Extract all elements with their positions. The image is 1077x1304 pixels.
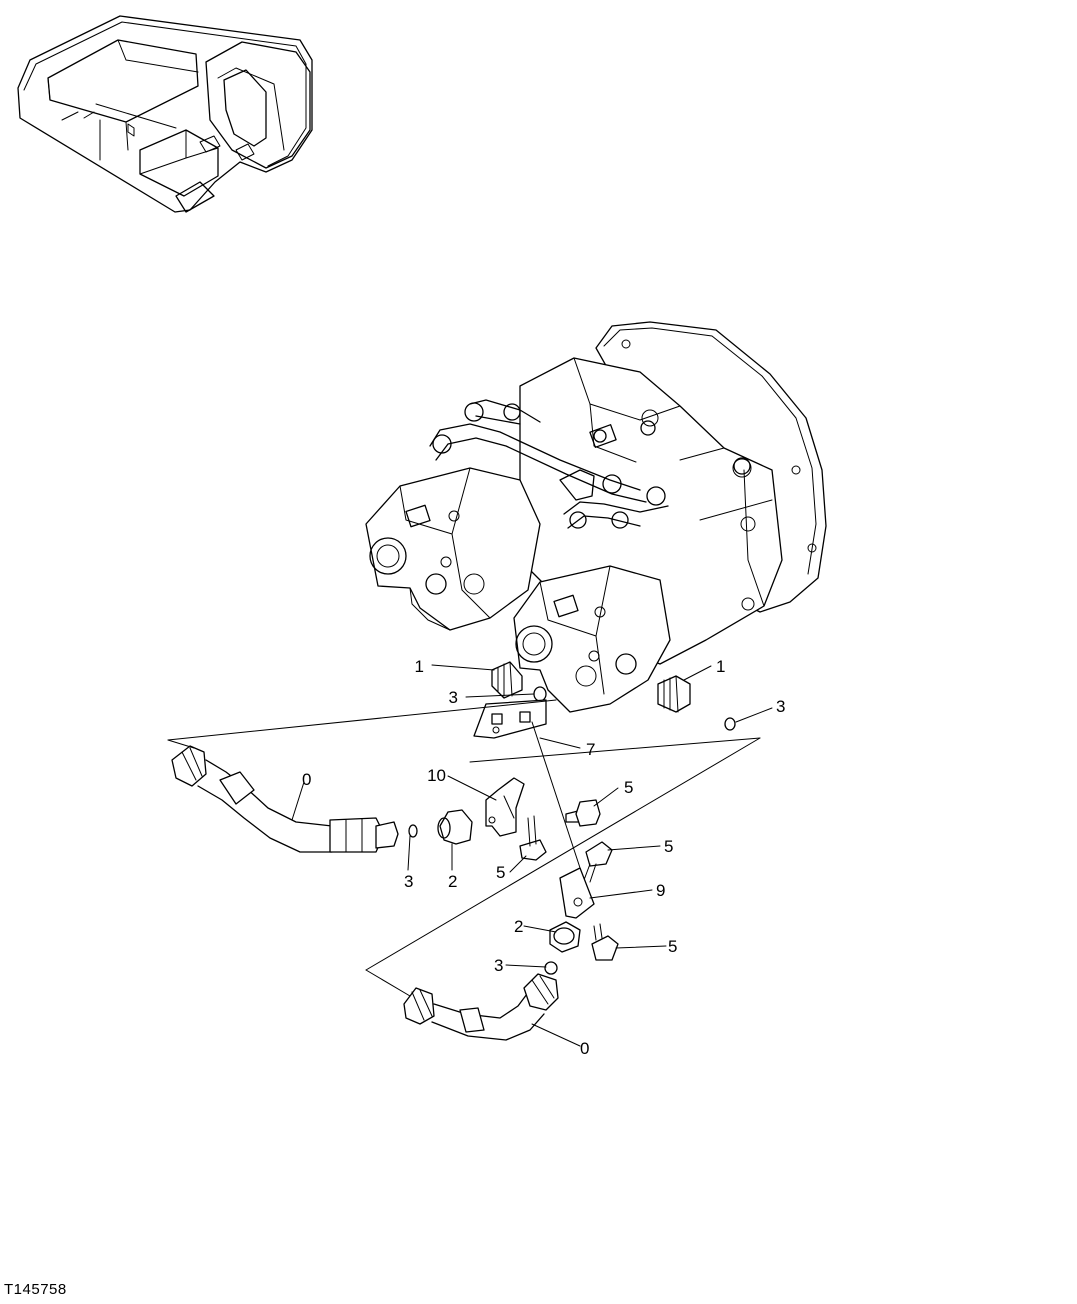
machine-locator-inset	[17, 15, 313, 213]
callout-labels: 1 3 1 3 7 10 0 5 3 2 5 5 9 2 5 3 0	[302, 657, 785, 1058]
fitting-upper-right	[657, 675, 691, 713]
callout-5-c: 5	[664, 837, 673, 856]
callout-3-upper-right: 3	[776, 697, 785, 716]
callout-0-lower: 0	[580, 1039, 589, 1058]
callout-3-hose-upper: 3	[404, 872, 413, 891]
callout-9: 9	[656, 881, 665, 900]
leader-lines	[291, 664, 773, 1047]
callout-5-d: 5	[668, 937, 677, 956]
o-ring-upper-left	[533, 686, 547, 702]
bolt-5-a	[565, 799, 601, 827]
callout-7: 7	[586, 740, 595, 759]
callout-5-a: 5	[624, 778, 633, 797]
bolt-5-d	[591, 923, 619, 961]
bracket-10	[485, 777, 525, 837]
fitting-upper-left	[491, 661, 523, 699]
figure-id: T145758	[4, 1281, 67, 1298]
callout-1-left: 1	[415, 657, 424, 676]
callout-3-hose-lower: 3	[494, 956, 503, 975]
hydraulic-pump-assembly	[365, 321, 827, 713]
bolt-5-c	[583, 841, 613, 883]
o-ring-upper-right	[724, 717, 736, 731]
bracket-7	[473, 699, 585, 881]
assembly-boundary-lines	[167, 699, 761, 997]
hose-0-lower	[403, 921, 581, 1041]
callout-5-b: 5	[496, 863, 505, 882]
callout-2-upper: 2	[448, 872, 457, 891]
callout-0-upper: 0	[302, 770, 311, 789]
hose-0-upper	[171, 745, 473, 853]
bolt-5-b	[519, 815, 547, 861]
callout-1-right: 1	[716, 657, 725, 676]
bracket-9	[559, 867, 595, 919]
callout-2-lower: 2	[514, 917, 523, 936]
callout-10: 10	[427, 766, 446, 785]
callout-3-upper-left: 3	[449, 688, 458, 707]
